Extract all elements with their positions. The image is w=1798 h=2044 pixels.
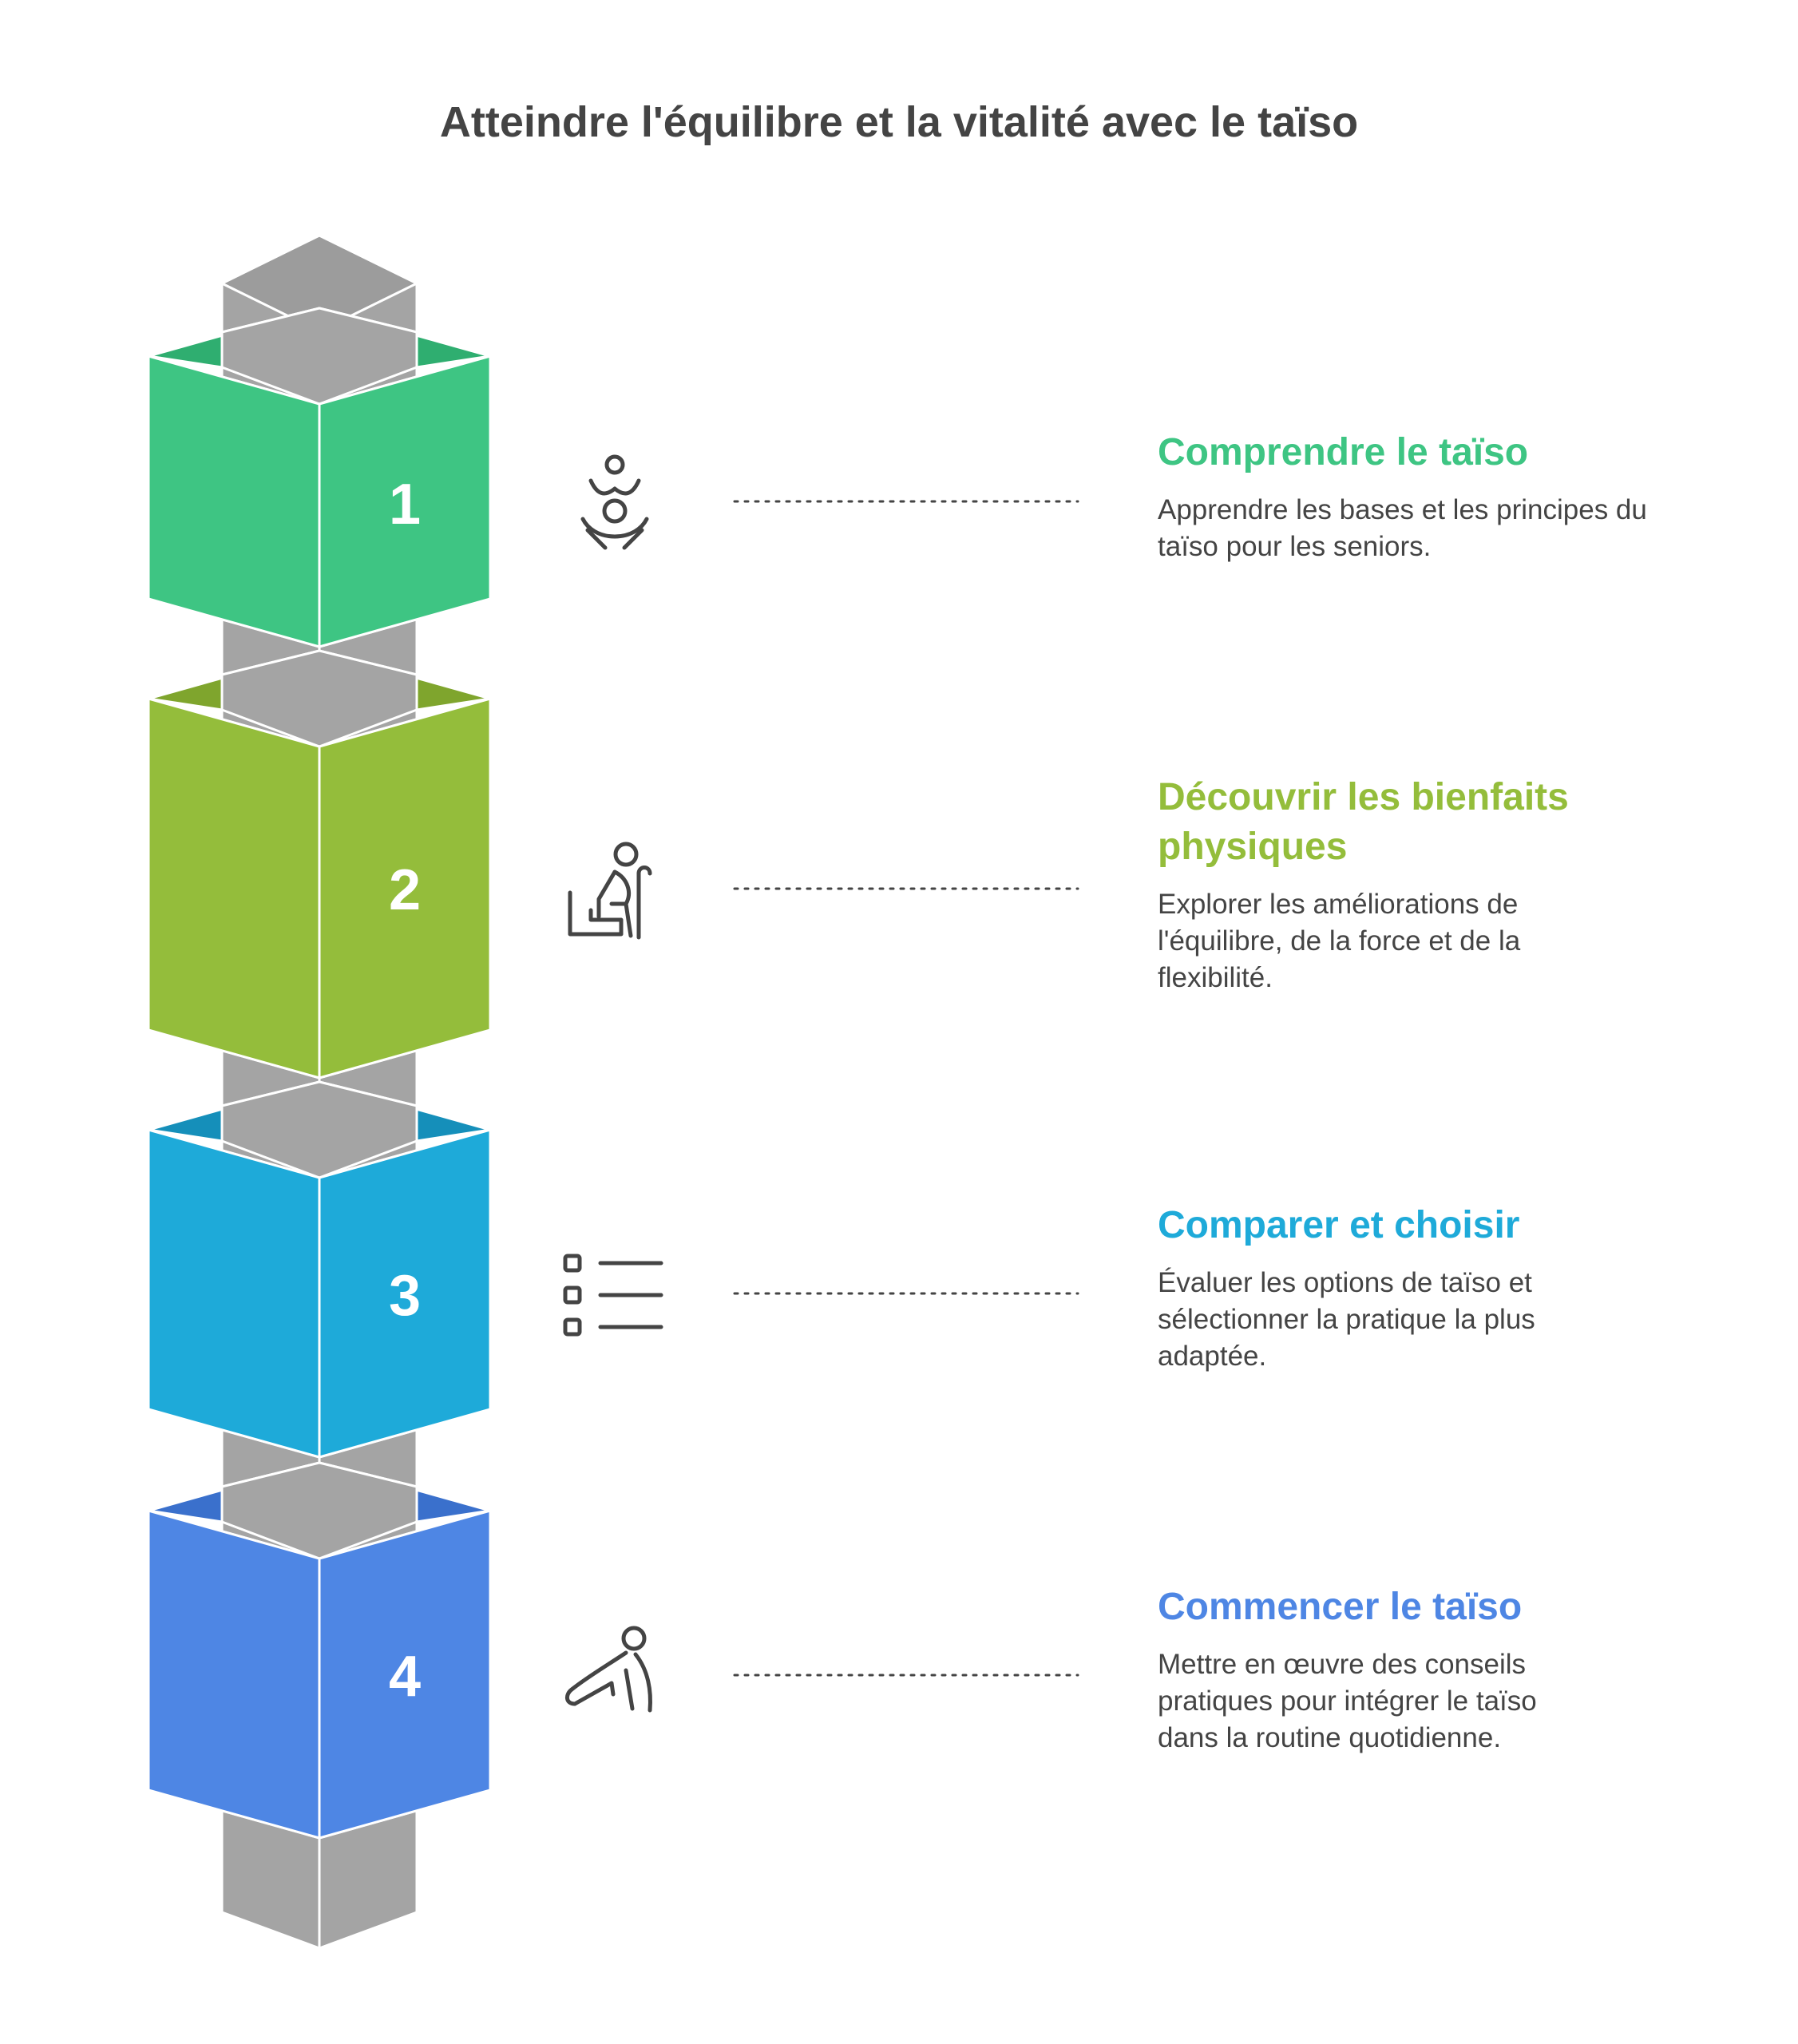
step-1-pillar-segment bbox=[220, 307, 418, 406]
step-2-block-front-left bbox=[147, 697, 321, 1079]
step-3-text: Comparer et choisir Évaluer les options … bbox=[1158, 1201, 1717, 1375]
meditation-person-icon bbox=[580, 454, 649, 550]
step-4-number: 4 bbox=[389, 1645, 421, 1709]
step-4-block: 4 bbox=[147, 1461, 492, 1840]
step-4-block-front-left bbox=[147, 1509, 321, 1840]
step-2-number: 2 bbox=[389, 858, 421, 922]
step-1-block-front-left bbox=[147, 355, 321, 648]
stretching-person-icon bbox=[565, 1626, 652, 1713]
step-1-block-front-right bbox=[318, 355, 492, 648]
step-4-description: Mettre en œuvre des conseils pratiques p… bbox=[1158, 1649, 1537, 1753]
step-4-heading: Commencer le taïso bbox=[1158, 1586, 1523, 1628]
senior-with-cane-icon bbox=[568, 842, 652, 940]
step-1-description: Apprendre les bases et les principes du … bbox=[1158, 494, 1647, 562]
dotted-connectors bbox=[733, 500, 1079, 1677]
page-title: Atteindre l'équilibre et la vitalité ave… bbox=[439, 98, 1359, 146]
step-3-block: 3 bbox=[147, 1080, 492, 1459]
step-1-text: Comprendre le taïso Apprendre les bases … bbox=[1158, 428, 1717, 565]
step-3-block-front-left bbox=[147, 1128, 321, 1459]
step-3-heading: Comparer et choisir bbox=[1158, 1204, 1520, 1246]
step-1-block: 1 bbox=[147, 307, 492, 648]
step-4-block-front-right bbox=[318, 1509, 492, 1840]
checklist-icon bbox=[563, 1254, 663, 1337]
step-3-description: Évaluer les options de taïso et sélectio… bbox=[1158, 1267, 1535, 1372]
step-1-number: 1 bbox=[389, 473, 421, 537]
step-2-pillar-segment bbox=[220, 649, 418, 748]
step-2-block: 2 bbox=[147, 649, 492, 1079]
step-3-number: 3 bbox=[389, 1264, 421, 1328]
step-4-pillar-segment bbox=[220, 1461, 418, 1560]
step-2-heading: Découvrir les bienfaits physiques bbox=[1158, 776, 1569, 868]
step-1-heading: Comprendre le taïso bbox=[1158, 431, 1529, 473]
step-2-text: Découvrir les bienfaits physiques Explor… bbox=[1158, 773, 1717, 996]
step-3-pillar-segment bbox=[220, 1080, 418, 1179]
step-4-text: Commencer le taïso Mettre en œuvre des c… bbox=[1158, 1583, 1717, 1757]
step-3-block-front-right bbox=[318, 1128, 492, 1459]
step-blocks: 1 2 3 4 bbox=[147, 307, 492, 1840]
step-2-block-front-right bbox=[318, 697, 492, 1079]
step-2-description: Explorer les améliorations de l'équilibr… bbox=[1158, 889, 1521, 993]
